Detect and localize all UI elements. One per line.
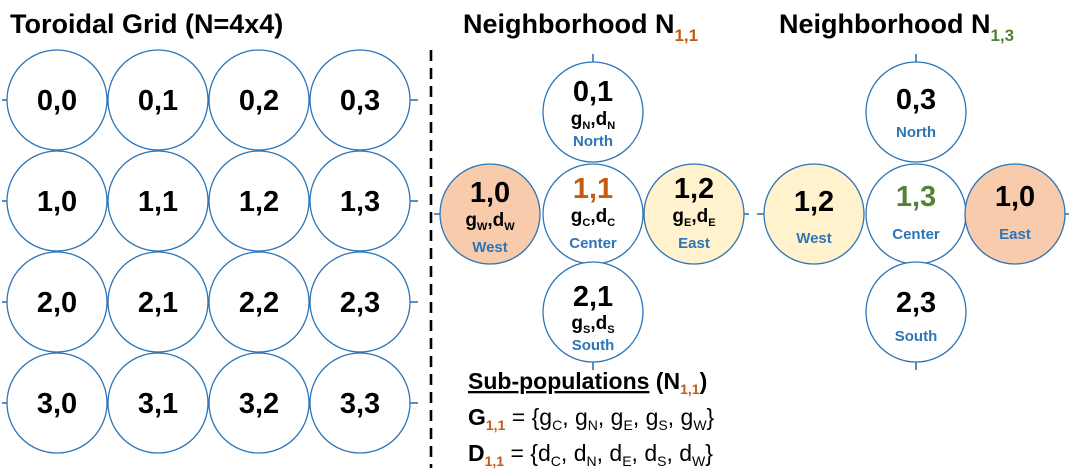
grid-cell <box>107 352 209 454</box>
subpop-heading: Sub-populations (N1,1) <box>468 368 707 397</box>
grid-cell <box>309 49 411 151</box>
grid-cell <box>107 150 209 252</box>
node-center <box>865 163 967 265</box>
center-dir: Center <box>892 226 940 243</box>
grid-cell-label: 0,2 <box>239 85 279 117</box>
node-north <box>865 61 967 163</box>
grid-cell <box>6 352 108 454</box>
node-west <box>439 163 541 265</box>
neighborhood-1-3: 0,3 North 1,2 West 1,3 Center 1,0 East 2… <box>757 54 1069 370</box>
grid-cell-label: 3,0 <box>37 388 77 420</box>
node-south <box>542 261 644 363</box>
west-vars: gW,dW <box>465 210 515 233</box>
formula-d: D1,1 = {dC, dN, dE, dS, dW} <box>468 440 713 469</box>
grid-cell <box>6 251 108 353</box>
west-dir: West <box>472 239 508 256</box>
north-label: 0,3 <box>896 84 936 116</box>
grid-cell-label: 2,0 <box>37 287 77 319</box>
node-east <box>643 163 745 265</box>
grid-cell-label: 3,1 <box>138 388 178 420</box>
grid-cell-label: 1,1 <box>138 186 178 218</box>
grid-cell <box>6 49 108 151</box>
grid-cell-label: 3,2 <box>239 388 279 420</box>
neighborhood-1-3-title: Neighborhood N1,3 <box>779 9 1014 45</box>
south-dir: South <box>572 337 615 354</box>
grid-cell <box>6 150 108 252</box>
east-label: 1,2 <box>674 173 714 205</box>
grid-cell <box>208 251 310 353</box>
grid-title: Toroidal Grid (N=4x4) <box>10 9 283 39</box>
node-west <box>763 163 865 265</box>
grid-cell-label: 2,2 <box>239 287 279 319</box>
south-label: 2,1 <box>573 281 613 313</box>
center-vars: gC,dC <box>571 206 615 229</box>
south-vars: gS,dS <box>571 313 614 336</box>
grid-cell <box>309 352 411 454</box>
grid-cell-label: 3,3 <box>340 388 380 420</box>
center-label: 1,1 <box>573 173 613 205</box>
north-vars: gN,dN <box>571 109 615 132</box>
north-dir: North <box>896 124 936 141</box>
grid-cell <box>107 251 209 353</box>
node-north <box>542 61 644 163</box>
grid-cell <box>107 49 209 151</box>
west-dir: West <box>796 230 832 247</box>
grid-cell <box>208 49 310 151</box>
grid-cell-label: 1,3 <box>340 186 380 218</box>
grid-cell-label: 2,1 <box>138 287 178 319</box>
toroidal-grid: 0,0 0,1 0,2 0,3 1,0 1,1 1,2 1,3 2,0 2,1 2,2 2,3 3,0 3… <box>2 49 418 454</box>
center-dir: Center <box>569 235 617 252</box>
neighborhood-1-1-title: Neighborhood N1,1 <box>463 9 698 45</box>
neighborhood-1-1: 0,1 gN,dN North 1,0 gW,dW West 1,1 gC,dC… <box>434 54 749 370</box>
node-east <box>964 163 1066 265</box>
south-dir: South <box>895 328 938 345</box>
east-dir: East <box>999 226 1031 243</box>
grid-cell <box>309 150 411 252</box>
grid-cell <box>208 150 310 252</box>
grid-cell-label: 0,3 <box>340 85 380 117</box>
south-label: 2,3 <box>896 287 936 319</box>
center-label: 1,3 <box>896 181 936 213</box>
west-label: 1,0 <box>470 177 510 209</box>
east-vars: gE,dE <box>672 206 715 229</box>
subpopulations: Sub-populations (N1,1) G1,1 = {gC, gN, g… <box>468 368 715 469</box>
grid-cell <box>208 352 310 454</box>
east-label: 1,0 <box>995 181 1035 213</box>
grid-cell-label: 1,2 <box>239 186 279 218</box>
north-label: 0,1 <box>573 76 613 108</box>
node-south <box>865 261 967 363</box>
grid-cell <box>309 251 411 353</box>
grid-cell-label: 0,0 <box>37 85 77 117</box>
grid-cell-label: 2,3 <box>340 287 380 319</box>
north-dir: North <box>573 133 613 150</box>
formula-g: G1,1 = {gC, gN, gE, gS, gW} <box>468 404 715 433</box>
west-label: 1,2 <box>794 186 834 218</box>
east-dir: East <box>678 235 710 252</box>
grid-cell-label: 1,0 <box>37 186 77 218</box>
grid-cell-label: 0,1 <box>138 85 178 117</box>
